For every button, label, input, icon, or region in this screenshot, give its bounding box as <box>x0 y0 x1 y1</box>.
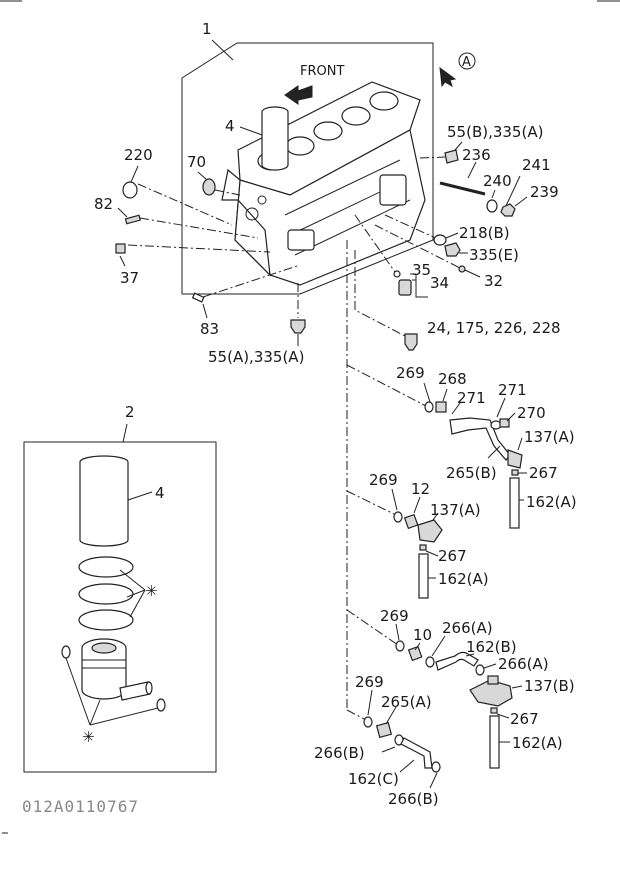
drawing-code: 012A0110767 <box>22 797 139 816</box>
oil-jet-branch-3: 269 10 266(A) 162(B) 266(A) 137(B) 267 1… <box>346 607 575 769</box>
label-236: 236 <box>462 146 491 164</box>
label-162a-b3: 162(A) <box>512 734 563 752</box>
right-side-parts: 55(B),335(A) 236 240 241 239 218(B) 335(… <box>354 123 559 298</box>
label-32: 32 <box>484 272 503 290</box>
label-335e: 335(E) <box>469 246 519 264</box>
label-266a-b3-left: 266(A) <box>442 619 493 637</box>
block-assembly-frame: 1 <box>181 20 434 295</box>
label-269-b2: 269 <box>369 471 398 489</box>
view-marker-label: A <box>462 55 471 70</box>
label-83: 83 <box>200 320 219 338</box>
label-271-left: 271 <box>457 389 486 407</box>
label-162b: 162(B) <box>466 638 517 656</box>
label-220: 220 <box>124 146 153 164</box>
asterisk-rings: ✳ <box>145 582 158 600</box>
label-34: 34 <box>430 274 449 292</box>
piston-kit-frame: 2 4 ✳ ✳ <box>23 403 217 773</box>
front-arrow: FRONT <box>284 64 344 105</box>
label-137a-b2: 137(A) <box>430 501 481 519</box>
label-4-top: 4 <box>225 117 235 135</box>
label-162c: 162(C) <box>348 770 399 788</box>
label-4-kit: 4 <box>155 484 165 502</box>
label-35: 35 <box>412 261 431 279</box>
oil-jet-branch-1: 269 268 271 271 270 137(A) 265(B) 267 16… <box>346 364 577 529</box>
label-137b: 137(B) <box>524 677 575 695</box>
label-269-b3: 269 <box>380 607 409 625</box>
label-162a-b1: 162(A) <box>526 493 577 511</box>
label-218b: 218(B) <box>459 224 510 242</box>
label-266b-left: 266(B) <box>314 744 365 762</box>
oil-jet-branch-4: 269 265(A) 266(B) 162(C) 266(B) <box>314 673 441 808</box>
label-266b-right: 266(B) <box>388 790 439 808</box>
label-55b-335a: 55(B),335(A) <box>447 123 543 141</box>
label-82: 82 <box>94 195 113 213</box>
label-12: 12 <box>411 480 430 498</box>
label-1: 1 <box>202 20 212 38</box>
label-269-b1: 269 <box>396 364 425 382</box>
label-137a-b1: 137(A) <box>524 428 575 446</box>
label-267-b2: 267 <box>438 547 467 565</box>
label-162a-b2: 162(A) <box>438 570 489 588</box>
label-267-b3: 267 <box>510 710 539 728</box>
label-266a-b3-right: 266(A) <box>498 655 549 673</box>
label-265a: 265(A) <box>381 693 432 711</box>
drain-plug-24: 24, 175, 226, 228 <box>354 250 561 351</box>
label-10: 10 <box>413 626 432 644</box>
front-arrow-icon <box>284 85 313 105</box>
liner-4-top: 4 <box>225 106 289 171</box>
label-70: 70 <box>187 153 206 171</box>
label-239: 239 <box>530 183 559 201</box>
oil-jet-branch-2: 269 12 137(A) 267 162(A) <box>346 471 489 599</box>
left-side-parts: 220 70 82 37 83 55(A),335(A) <box>94 146 306 366</box>
label-271-right: 271 <box>498 381 527 399</box>
label-268: 268 <box>438 370 467 388</box>
label-24-175-226-228: 24, 175, 226, 228 <box>427 319 561 337</box>
label-37: 37 <box>120 269 139 287</box>
label-2: 2 <box>125 403 135 421</box>
label-240: 240 <box>483 172 512 190</box>
view-marker-a: A <box>439 52 476 88</box>
label-55a-335a: 55(A),335(A) <box>208 348 304 366</box>
view-arrow-icon <box>439 66 457 88</box>
label-269-b4: 269 <box>355 673 384 691</box>
front-label: FRONT <box>300 64 344 79</box>
cylinder-block-illustration <box>221 81 426 286</box>
label-265b: 265(B) <box>446 464 497 482</box>
label-241: 241 <box>522 156 551 174</box>
label-270: 270 <box>517 404 546 422</box>
asterisk-snaprings: ✳ <box>82 728 95 746</box>
label-267-b1: 267 <box>529 464 558 482</box>
